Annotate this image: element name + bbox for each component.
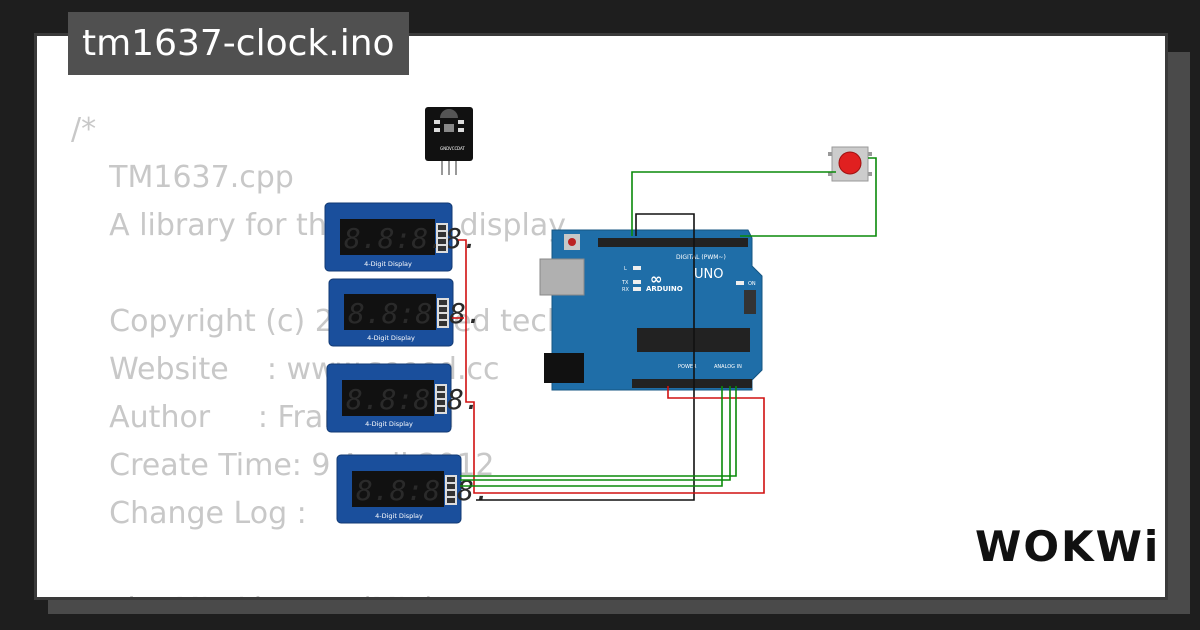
digital-header	[598, 238, 748, 247]
led-l-label: L	[624, 266, 627, 272]
display-module-3[interactable]: 8.8:8.8. 4-Digit Display	[326, 363, 481, 433]
wire-vcc-red	[458, 239, 765, 494]
code-line: Change Log :	[71, 496, 307, 531]
ir-pin-label: GND	[440, 146, 449, 151]
arduino-uno-board[interactable]: DIGITAL (PWM~) ∞ UNO ARDUINO L TX RX ON …	[539, 229, 763, 391]
led-tx-label: TX	[621, 280, 629, 286]
wires	[452, 157, 877, 501]
board-model: UNO	[694, 267, 723, 282]
code-line: /*	[71, 112, 97, 147]
display-digits: 8.8:8.8.	[344, 222, 479, 255]
ir-pin-label: VCC	[449, 146, 458, 151]
display-digits: 8.8:8.8.	[356, 474, 491, 507]
project-title: tm1637-clock.ino	[68, 12, 409, 75]
digital-header-label: DIGITAL (PWM~)	[676, 254, 726, 261]
code-line: The MIT License (MIT)	[71, 592, 436, 597]
power-analog-header	[632, 379, 752, 388]
display-label: 4-Digit Display	[375, 512, 423, 520]
arduino-infinity-logo: ∞	[650, 270, 663, 288]
display-module-1[interactable]: 8.8:8.8. 4-Digit Display	[324, 202, 479, 272]
pushbutton-cap[interactable]	[838, 151, 862, 175]
led-rx-label: RX	[622, 287, 629, 293]
power-jack	[544, 353, 584, 383]
display-label: 4-Digit Display	[367, 334, 415, 342]
wire-button-green-2	[740, 157, 877, 237]
led-on-label: ON	[748, 281, 756, 287]
pushbutton[interactable]	[828, 146, 872, 182]
wokwi-logo: WOKWi	[975, 522, 1161, 571]
display-digits: 8.8:8.8.	[346, 383, 481, 416]
display-label: 4-Digit Display	[364, 260, 412, 268]
analog-header-label: ANALOG IN	[714, 364, 742, 370]
power-header-label: POWER	[678, 364, 697, 370]
ir-pin-label: DAT	[457, 146, 465, 151]
display-digits: 8.8:8.8.	[348, 297, 483, 330]
wire-dio-green	[460, 386, 731, 481]
wire-clk-green	[460, 386, 723, 487]
code-line: Create Time: 9 April,2012	[71, 448, 495, 483]
ir-receiver-dome	[440, 109, 458, 118]
board-brand: ARDUINO	[646, 285, 683, 293]
wire-button-green	[631, 171, 836, 236]
display-module-2[interactable]: 8.8:8.8. 4-Digit Display	[328, 278, 483, 347]
wire-dio-green-2	[460, 386, 737, 477]
wire-gnd-black	[476, 213, 695, 501]
code-line: TM1637.cpp	[71, 160, 294, 195]
display-module-4[interactable]: 8.8:8.8. 4-Digit Display	[336, 454, 491, 524]
usb-connector	[539, 258, 585, 296]
ir-sensor[interactable]: GND VCC DAT	[425, 107, 473, 175]
reset-button-cap	[568, 238, 576, 246]
display-label: 4-Digit Display	[365, 420, 413, 428]
